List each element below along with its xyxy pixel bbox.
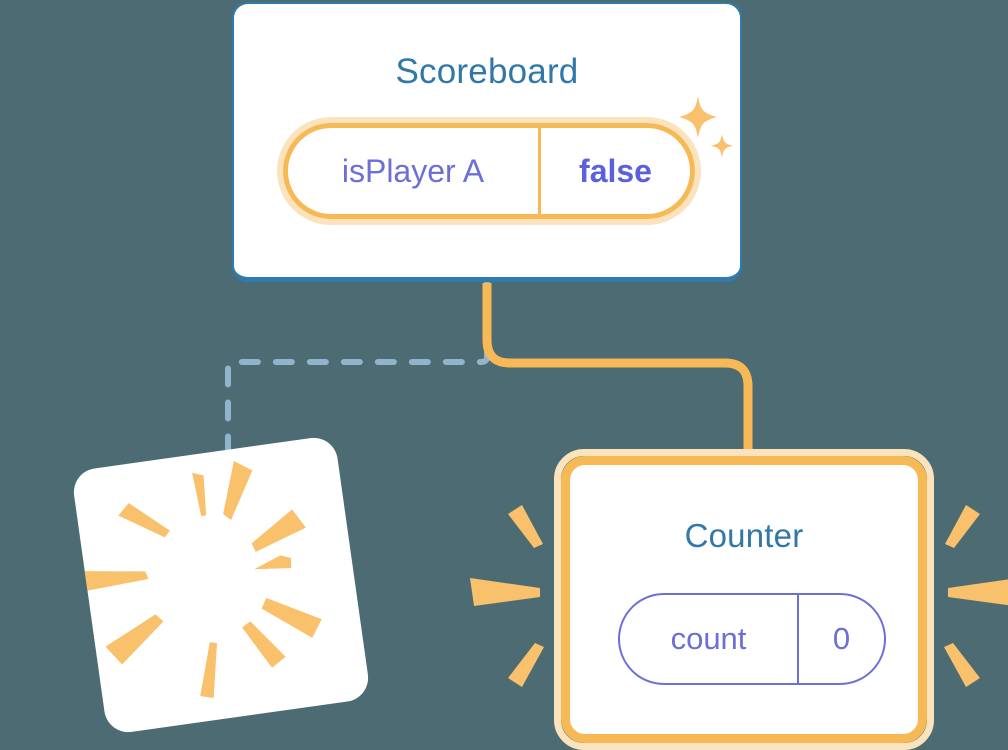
counter-ray-right-2 [948, 579, 1008, 606]
burst-ray-2 [223, 461, 253, 520]
burst-ray-6 [261, 597, 322, 638]
counter-rays-left [470, 505, 544, 687]
counter-rays-right [944, 505, 1008, 687]
counter-ray-left-1 [508, 505, 543, 548]
burst-ray-1 [192, 472, 207, 517]
connector-solid-to-counter [482, 283, 753, 459]
counter-ray-right-1 [945, 505, 980, 548]
counter-state-pill[interactable]: count 0 [618, 593, 886, 685]
counter-state-key: count [670, 621, 747, 656]
counter-ray-left-2 [470, 578, 540, 606]
burst-ray-4 [251, 509, 306, 552]
counter-state-value: 0 [832, 621, 851, 656]
counter-title: Counter [684, 517, 804, 554]
scoreboard-pill-glow [277, 117, 701, 225]
scoreboard-state-key: isPlayer A [341, 152, 485, 189]
counter-ray-right-3 [944, 643, 980, 687]
burst-ray-10 [254, 555, 292, 570]
burst-rays-group [82, 461, 322, 699]
scoreboard-state-pill[interactable]: isPlayer A false [277, 117, 701, 225]
scoreboard-pill-divider [538, 128, 541, 214]
burst-ray-7 [105, 614, 164, 665]
burst-ray-8 [242, 621, 286, 668]
burst-ray-3 [118, 503, 170, 538]
counter-pill-divider [797, 595, 799, 683]
scoreboard-card[interactable]: Scoreboard isPlayer A false [232, 2, 742, 282]
burst-ray-9 [200, 642, 218, 699]
connector-dashed-to-blank-card [225, 280, 490, 473]
burst-ray-5 [82, 571, 149, 591]
blank-card[interactable] [70, 434, 372, 736]
counter-ray-left-3 [508, 643, 544, 687]
scoreboard-state-value: false [579, 152, 652, 189]
counter-card[interactable]: Counter count 0 [554, 449, 934, 750]
scoreboard-title: Scoreboard [395, 52, 579, 91]
